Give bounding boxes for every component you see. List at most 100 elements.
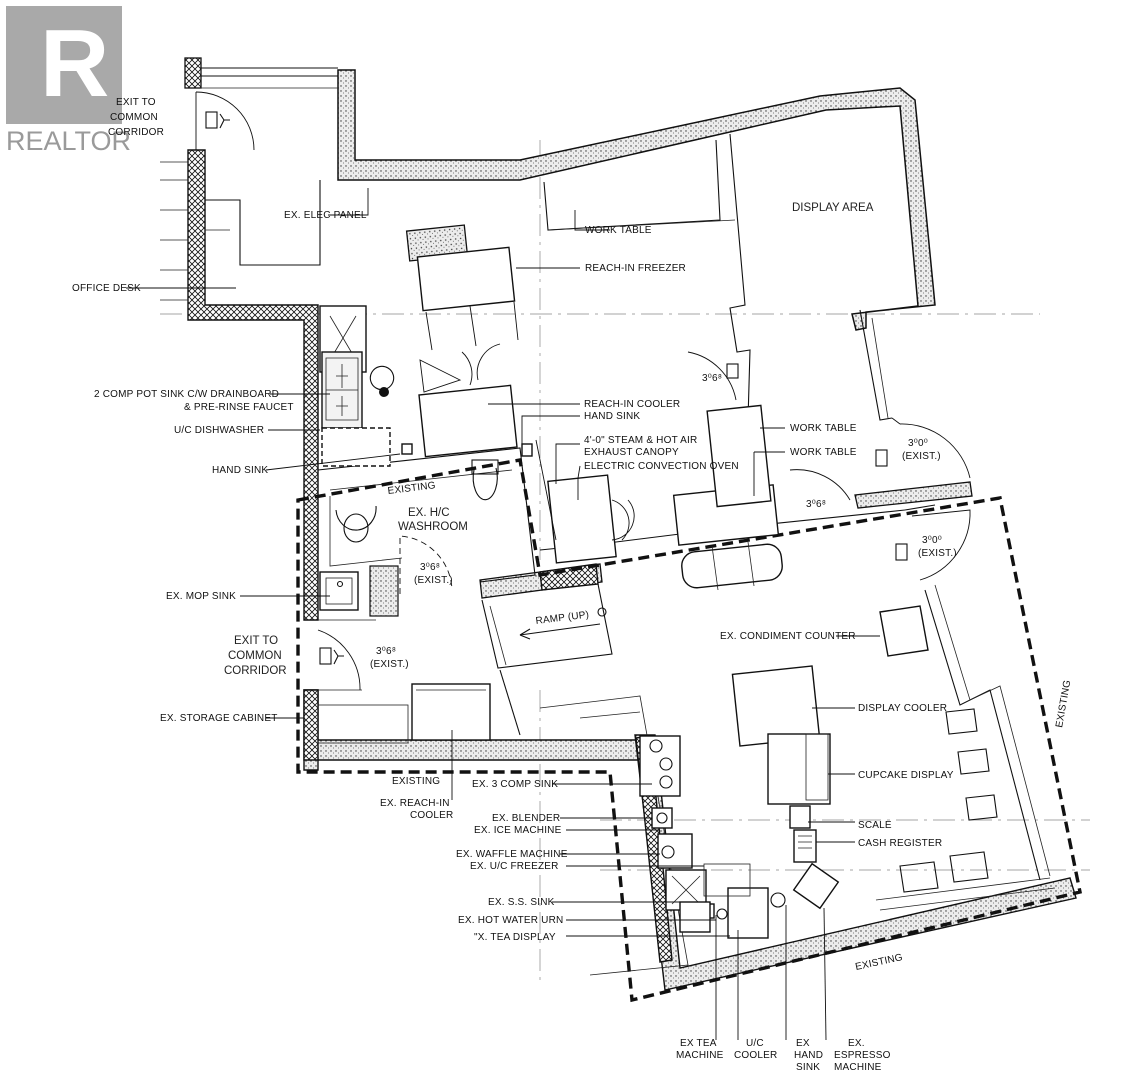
exit-door-mid (317, 619, 376, 691)
label-hand-sink-b-2: HAND (794, 1050, 823, 1061)
label-hand-sink-b-3: SINK (796, 1062, 820, 1073)
label-existing-exit: (EXIST.) (370, 659, 409, 670)
label-door-306-exit: 3⁰6⁸ (376, 646, 396, 657)
label-display-cooler: DISPLAY COOLER (858, 703, 947, 714)
reach-in-cooler (418, 384, 518, 458)
kitchen-equipment (319, 224, 783, 591)
label-existing-right: EXISTING (1054, 679, 1073, 728)
label-hand-sink-b-1: EX (796, 1038, 810, 1049)
south-east-wall (634, 734, 1077, 991)
label-door-300-a: 3⁰0⁰ (908, 438, 928, 449)
cafe-equipment (539, 605, 1056, 976)
hand-sink-mid (521, 443, 533, 457)
label-canopy-2: EXHAUST CANOPY (584, 447, 679, 458)
cupcake-display (767, 733, 831, 805)
storage-area (317, 683, 491, 744)
label-hand-sink-mid: HAND SINK (584, 411, 640, 422)
display-step-wall (854, 481, 973, 509)
label-door-300-b: 3⁰0⁰ (922, 535, 942, 546)
hand-sink-left (401, 443, 413, 455)
label-storage-cabinet: EX. STORAGE CABINET (160, 713, 278, 724)
label-condiment-counter: EX. CONDIMENT COUNTER (720, 631, 856, 642)
label-office-desk: OFFICE DESK (72, 283, 141, 294)
scale (789, 805, 811, 829)
label-hot-water-urn: EX. HOT WATER URN (458, 915, 563, 926)
label-reach-in-freezer: REACH-IN FREEZER (585, 263, 686, 274)
realtor-logo-block (6, 6, 122, 124)
office-area (205, 180, 321, 266)
label-convection-oven: ELECTRIC CONVECTION OVEN (584, 461, 739, 472)
label-existing-b: (EXIST.) (918, 548, 957, 559)
ramp-arrow (519, 623, 601, 636)
label-existing-bottom-left: EXISTING (392, 776, 440, 787)
label-work-table-top: WORK TABLE (585, 225, 652, 236)
label-door-306-a: 3⁰6⁸ (702, 373, 722, 384)
ramp (519, 607, 607, 640)
reach-in-cooler-existing (411, 683, 491, 741)
leader-lines (126, 188, 880, 1041)
cafe-chairs (899, 708, 998, 893)
north-wall (337, 69, 936, 331)
label-tea-machine-1: EX TEA (680, 1038, 717, 1049)
work-table-upper (706, 404, 772, 508)
display-doors (687, 351, 971, 581)
label-reach-in-cooler-ex-2: COOLER (410, 810, 453, 821)
label-elec-panel: EX. ELEC PANEL (284, 210, 367, 221)
blender (651, 807, 673, 829)
label-uc-cooler-1: U/C (746, 1038, 764, 1049)
label-hand-sink-left: HAND SINK (212, 465, 268, 476)
label-exit-mid-1: EXIT TO (234, 635, 278, 647)
chef-icon (369, 365, 395, 391)
label-uc-freezer: EX. U/C FREEZER (470, 861, 559, 872)
washroom-sink (335, 505, 377, 531)
realtor-watermark: R REALTOR (6, 6, 131, 156)
label-waffle-machine: EX. WAFFLE MACHINE (456, 849, 568, 860)
label-pot-sink-2: & PRE-RINSE FAUCET (184, 402, 294, 413)
interior-partitions (317, 133, 1051, 881)
label-washroom-1: EX. H/C (408, 507, 450, 519)
label-pot-sink-1: 2 COMP POT SINK C/W DRAINBOARD (94, 389, 279, 400)
label-ice-machine: EX. ICE MACHINE (474, 825, 562, 836)
realtor-wordmark: REALTOR (6, 126, 131, 156)
label-canopy-1: 4'-0" STEAM & HOT AIR (584, 435, 697, 446)
label-cupcake-display: CUPCAKE DISPLAY (858, 770, 954, 781)
label-uc-cooler-2: COOLER (734, 1050, 777, 1061)
column-top (184, 57, 202, 89)
label-reach-in-cooler-ex-1: EX. REACH-IN (380, 798, 450, 809)
uc-freezer (703, 863, 751, 897)
hand-sink-bottom (770, 892, 786, 908)
uc-dishwasher (321, 427, 391, 467)
label-work-table-r2: WORK TABLE (790, 447, 857, 458)
ice-machine (657, 833, 693, 869)
hot-water-urn (716, 908, 728, 920)
ss-sink (679, 901, 711, 933)
label-exit-top-2: COMMON (110, 112, 158, 123)
label-door-306-b: 3⁰6⁸ (806, 499, 826, 510)
accessibility-icon-display (726, 363, 739, 379)
corridor-lines (160, 67, 338, 301)
label-exit-mid-2: COMMON (228, 650, 282, 662)
label-tea-machine-2: MACHINE (676, 1050, 724, 1061)
accessibility-icon-mid (319, 647, 332, 665)
toilet (472, 467, 498, 501)
label-espresso-2: ESPRESSO (834, 1050, 891, 1061)
label-blender: EX. BLENDER (492, 813, 560, 824)
washroom-wall-stub (369, 565, 399, 617)
label-ramp: RAMP (UP) (535, 609, 590, 626)
accessibility-icon (205, 111, 218, 129)
label-washroom-2: WASHROOM (398, 521, 468, 533)
label-espresso-3: MACHINE (834, 1062, 882, 1073)
label-reach-in-cooler: REACH-IN COOLER (584, 399, 680, 410)
uc-cooler (727, 887, 769, 939)
label-ss-sink: EX. S.S. SINK (488, 897, 555, 908)
realtor-logo-letter: R (40, 10, 109, 117)
label-door-306-wash: 3⁰6⁸ (420, 562, 440, 573)
espresso-machine (792, 862, 840, 910)
label-mop-sink: EX. MOP SINK (166, 591, 236, 602)
label-scale: SCALE (858, 820, 892, 831)
label-existing-a: (EXIST.) (902, 451, 941, 462)
label-uc-dishwasher: U/C DISHWASHER (174, 425, 264, 436)
scope-boundary (296, 458, 1082, 1003)
label-three-comp-sink: EX. 3 COMP SINK (472, 779, 558, 790)
